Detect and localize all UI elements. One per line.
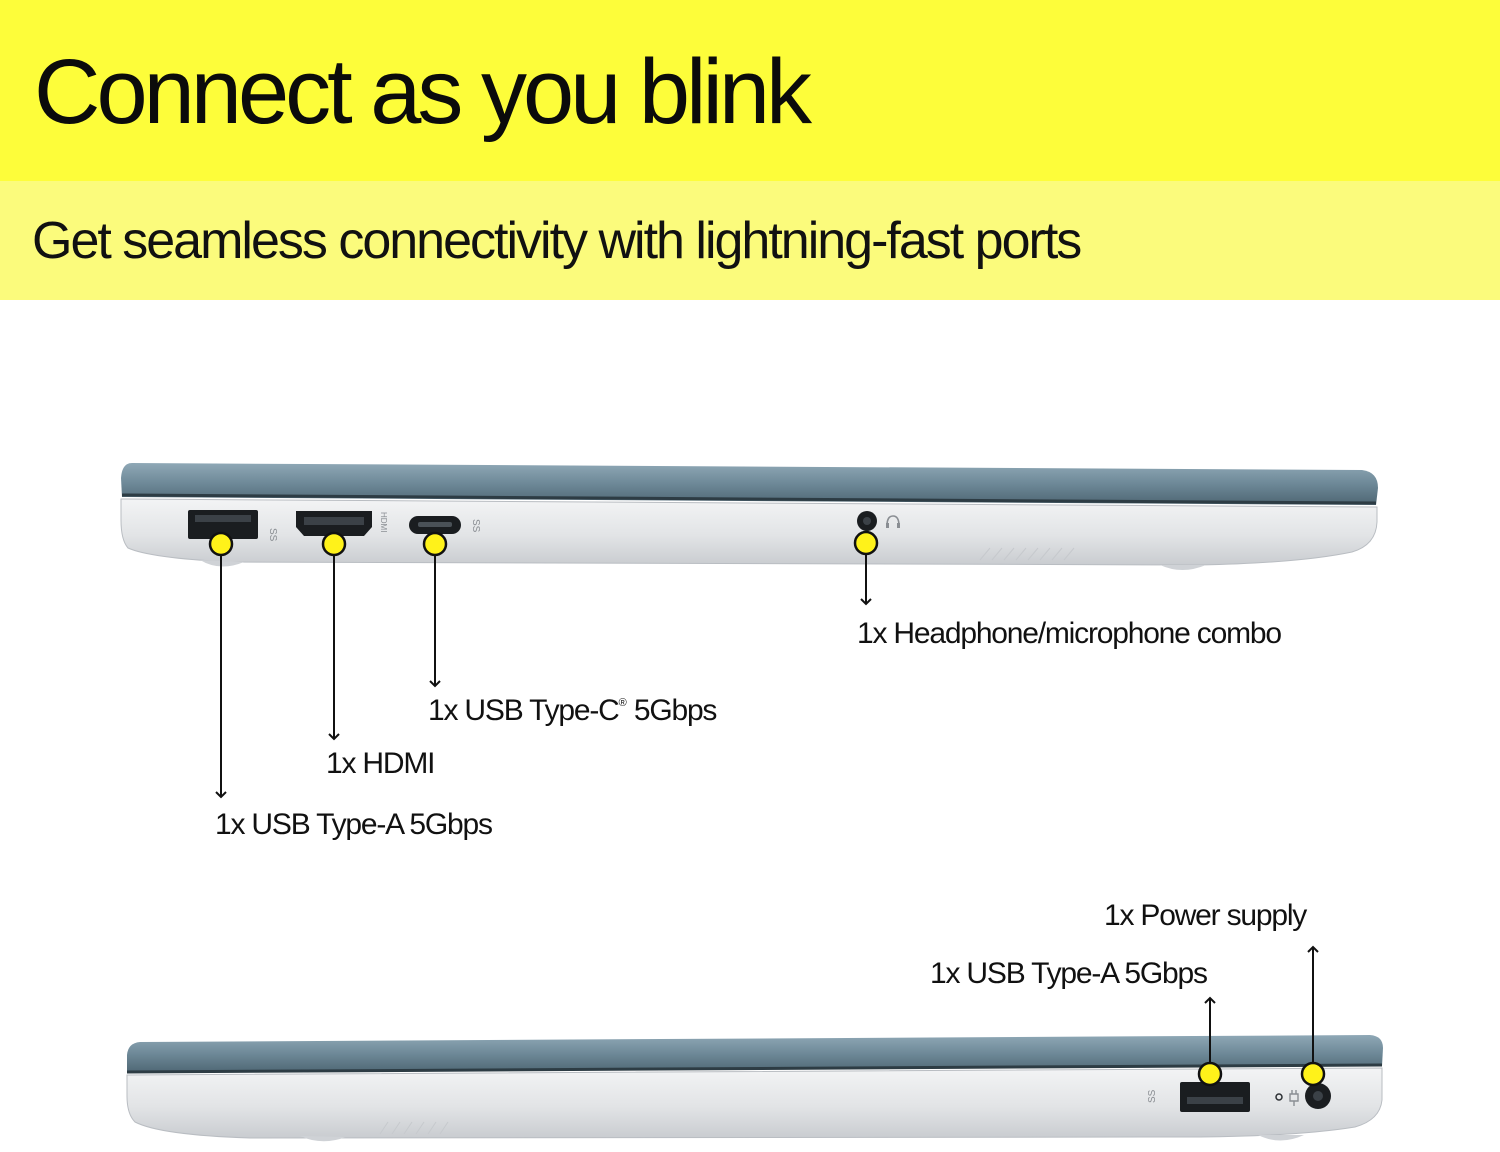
headphone-icon (886, 515, 900, 528)
registered-mark: ® (618, 697, 627, 709)
laptop-ports-illustration: SS HDMI SS (120, 463, 1383, 1142)
power-plug-icon (1289, 1090, 1299, 1106)
marker-usb-a-left (208, 531, 234, 557)
headline: Connect as you blink (34, 41, 812, 143)
usb-a-port-right-tongue (1187, 1097, 1243, 1104)
hdmi-port-inner (304, 517, 364, 525)
laptop-right-base (126, 1067, 1383, 1139)
usb-c-ss-logo: SS (470, 519, 481, 533)
usb-a-right-ss-logo: SS (1147, 1089, 1158, 1103)
speaker-grille (979, 547, 1075, 561)
marker-usb-c (422, 531, 448, 557)
marker-usb-a-right (1197, 1061, 1223, 1087)
subheadline: Get seamless connectivity with lightning… (32, 212, 1082, 270)
laptop-left-side: SS HDMI SS (120, 463, 1378, 570)
laptop-right-foot-right (1258, 1135, 1304, 1141)
usb-a-port-left-tongue (195, 515, 251, 522)
laptop-left-hinge-line (121, 493, 1377, 505)
hdmi-logo: HDMI (379, 512, 388, 532)
charge-led (1275, 1093, 1283, 1101)
label-usb-c: 1x USB Type-C® 5Gbps (428, 694, 718, 734)
callouts-right-side (1197, 945, 1326, 1087)
label-usb-c-speed: 5Gbps (633, 694, 718, 727)
laptop-right-lid (127, 1035, 1383, 1073)
label-usb-a-left: 1x USB Type-A 5Gbps (215, 808, 493, 841)
label-usb-c-text: 1x USB Type-C (428, 694, 620, 727)
subtitle-band (0, 181, 1500, 300)
laptop-right-hinge-line (126, 1063, 1383, 1074)
marker-audio (853, 530, 879, 556)
laptop-right-foot-left (300, 1136, 346, 1142)
audio-jack-inner (863, 517, 871, 525)
marker-power (1300, 1061, 1326, 1087)
marker-hdmi (321, 531, 347, 557)
callouts-left-side (208, 530, 879, 799)
laptop-right-side: SS (126, 1035, 1383, 1142)
usb-c-port-inner (418, 522, 452, 527)
label-audio: 1x Headphone/microphone combo (857, 617, 1282, 650)
speaker-grille-right (379, 1121, 449, 1135)
laptop-left-lid (121, 463, 1378, 505)
label-usb-a-right: 1x USB Type-A 5Gbps (930, 957, 1208, 990)
laptop-left-foot-right (1160, 565, 1206, 570)
usb-a-left-ss-logo: SS (267, 528, 278, 542)
label-power: 1x Power supply (1104, 899, 1307, 932)
power-jack-inner (1313, 1091, 1323, 1101)
label-hdmi: 1x HDMI (326, 747, 435, 780)
title-band (0, 0, 1500, 181)
